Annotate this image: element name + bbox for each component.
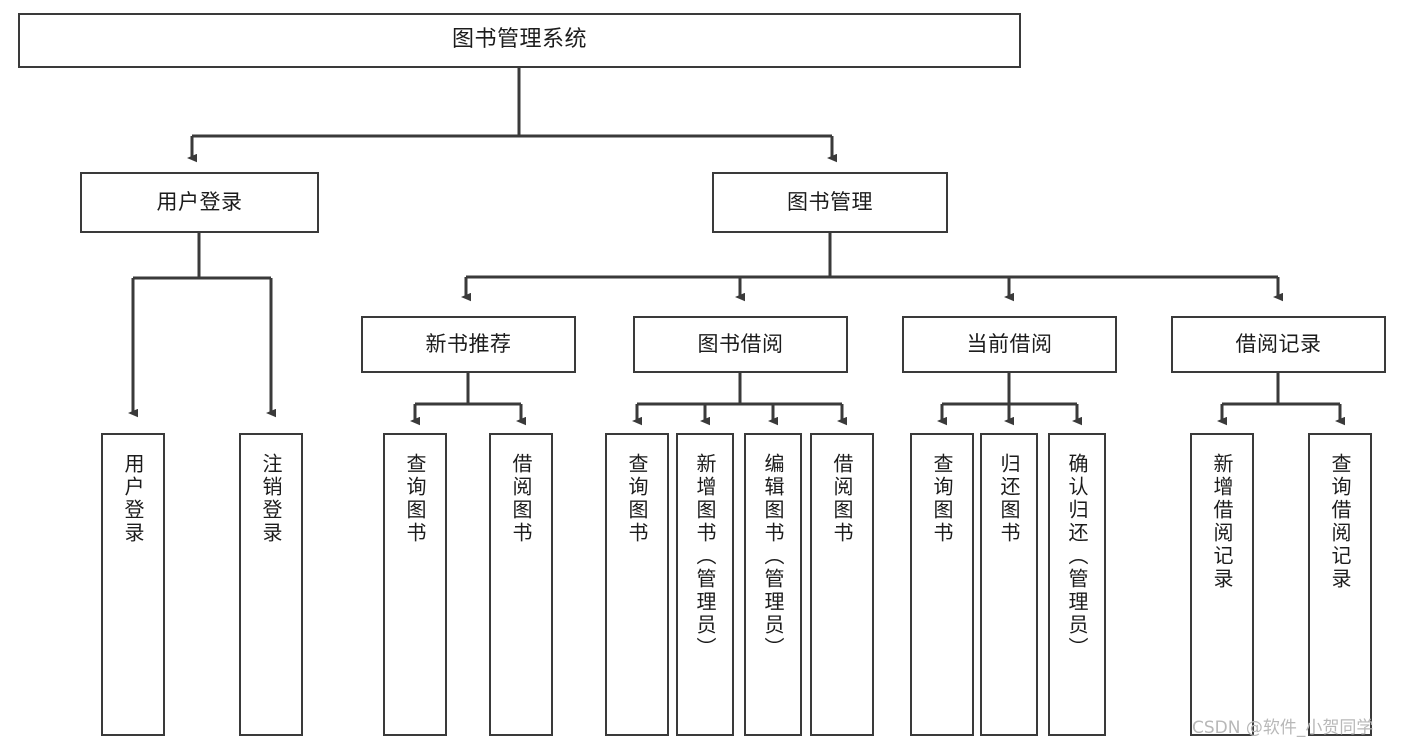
leaf-add-record[interactable]: 新增借阅记录 — [1190, 433, 1254, 736]
node-label: 查询图书 — [625, 453, 649, 545]
node-label: 图书管理 — [787, 190, 873, 215]
node-label: 编辑图书（管理员） — [761, 453, 785, 660]
node-label: 查询借阅记录 — [1328, 453, 1352, 591]
node-label: 注销登录 — [259, 453, 283, 545]
leaf-confirm-return[interactable]: 确认归还（管理员） — [1048, 433, 1106, 736]
node-label: 用户登录 — [156, 190, 243, 215]
leaf-add-book[interactable]: 新增图书（管理员） — [676, 433, 734, 736]
leaf-user-logout[interactable]: 注销登录 — [239, 433, 303, 736]
node-label: 新增借阅记录 — [1210, 453, 1234, 591]
csdn-watermark: CSDN @软件_小贺同学 — [1192, 718, 1374, 738]
node-label: 借阅记录 — [1235, 332, 1322, 357]
node-new-book-recommend[interactable]: 新书推荐 — [361, 316, 576, 373]
leaf-edit-book[interactable]: 编辑图书（管理员） — [744, 433, 802, 736]
leaf-user-login[interactable]: 用户登录 — [101, 433, 165, 736]
node-current-borrow[interactable]: 当前借阅 — [902, 316, 1117, 373]
node-label: 图书借阅 — [697, 332, 784, 357]
leaf-query-book-2[interactable]: 查询图书 — [605, 433, 669, 736]
node-label: 查询图书 — [930, 453, 954, 545]
node-label: 归还图书 — [997, 453, 1021, 545]
leaf-query-book-3[interactable]: 查询图书 — [910, 433, 974, 736]
node-label: 确认归还（管理员） — [1065, 453, 1089, 660]
node-book-borrow[interactable]: 图书借阅 — [633, 316, 848, 373]
leaf-return-book[interactable]: 归还图书 — [980, 433, 1038, 736]
node-label: 借阅图书 — [509, 453, 533, 545]
node-label: 借阅图书 — [830, 453, 854, 545]
node-label: 查询图书 — [403, 453, 427, 545]
node-user-login[interactable]: 用户登录 — [80, 172, 319, 233]
leaf-borrow-book-1[interactable]: 借阅图书 — [489, 433, 553, 736]
node-book-management[interactable]: 图书管理 — [712, 172, 948, 233]
leaf-borrow-book-2[interactable]: 借阅图书 — [810, 433, 874, 736]
leaf-query-book-1[interactable]: 查询图书 — [383, 433, 447, 736]
node-borrow-record[interactable]: 借阅记录 — [1171, 316, 1386, 373]
node-label: 新增图书（管理员） — [693, 453, 717, 660]
node-label: 用户登录 — [121, 453, 145, 545]
node-label: 新书推荐 — [425, 332, 512, 357]
leaf-query-record[interactable]: 查询借阅记录 — [1308, 433, 1372, 736]
node-label: 当前借阅 — [966, 332, 1053, 357]
node-label: 图书管理系统 — [451, 27, 587, 53]
node-root-system[interactable]: 图书管理系统 — [18, 13, 1021, 68]
